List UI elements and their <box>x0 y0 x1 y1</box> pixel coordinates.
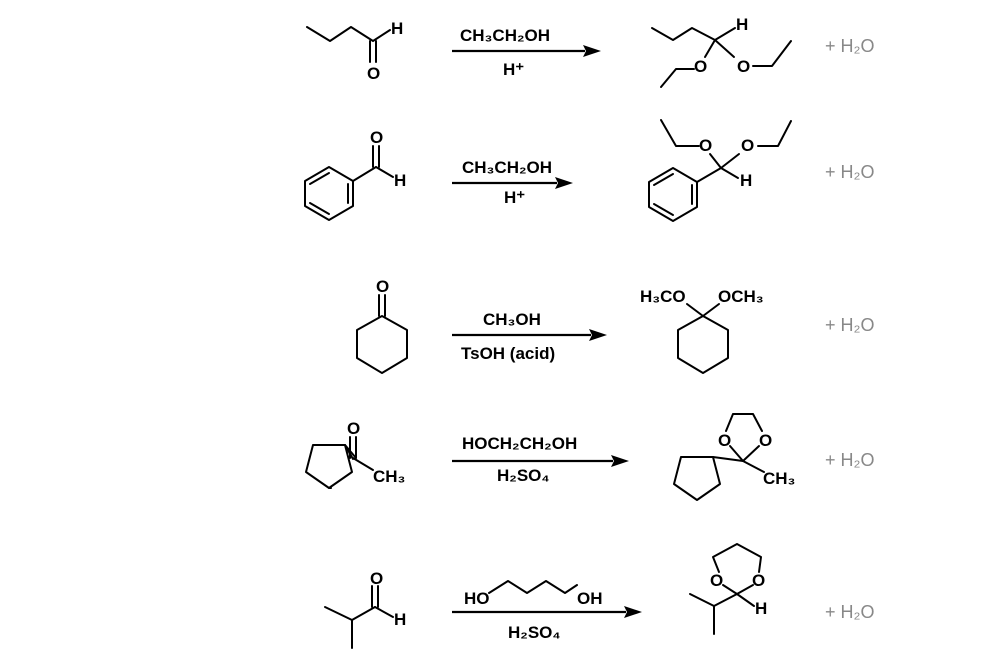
water-byproduct: + H₂O <box>825 450 875 470</box>
reaction-arrow-4: HOCH₂CH₂OH H₂SO₄ <box>452 434 629 485</box>
atom-o: O <box>370 569 383 588</box>
water-byproduct: + H₂O <box>825 315 875 335</box>
reagent-bottom: H₂SO₄ <box>497 466 550 485</box>
atom-methyl: CH₃ <box>373 467 405 486</box>
reaction-5: O H HO OH H₂SO₄ O O H + H₂O <box>324 543 875 649</box>
product-benzaldehyde-acetal: O O H <box>648 119 792 222</box>
reactant-cyclohexanone: O <box>356 277 408 374</box>
atom-o: O <box>694 57 707 76</box>
reactant-isobutyraldehyde: O H <box>324 569 406 649</box>
reaction-3: O CH₃OH TsOH (acid) H₃CO OCH₃ + H₂O <box>356 277 875 374</box>
atom-h: H <box>394 171 406 190</box>
water-byproduct: + H₂O <box>825 602 875 622</box>
atom-h: H <box>736 15 748 34</box>
reaction-2: O H CH₃CH₂OH H⁺ O O H + H₂O <box>304 119 875 222</box>
reaction-1: H O CH₃CH₂OH H⁺ H O O + H₂O <box>306 15 875 88</box>
reactant-cyclopentyl-methyl-ketone: O CH₃ <box>305 419 405 489</box>
atom-o: O <box>347 419 360 438</box>
atom-o: O <box>752 571 765 590</box>
atom-o: O <box>699 136 712 155</box>
reaction-arrow-1: CH₃CH₂OH H⁺ <box>452 26 601 79</box>
atom-o: O <box>741 136 754 155</box>
atom-o: O <box>376 277 389 296</box>
water-byproduct: + H₂O <box>825 36 875 56</box>
atom-h: H <box>740 171 752 190</box>
reagent-top: CH₃CH₂OH <box>460 26 550 45</box>
reaction-arrow-5: HO OH H₂SO₄ <box>452 580 642 642</box>
product-dioxolane: O O CH₃ <box>673 413 795 501</box>
atom-o: O <box>710 571 723 590</box>
reaction-4: O CH₃ HOCH₂CH₂OH H₂SO₄ O O CH₃ + H₂O <box>305 413 875 501</box>
atom-h: H <box>391 19 403 38</box>
reactant-butanal: H O <box>306 19 403 83</box>
product-diethyl-acetal: H O O <box>651 15 792 88</box>
atom-o: O <box>737 57 750 76</box>
reagent-bottom: TsOH (acid) <box>461 344 555 363</box>
atom-o: O <box>367 64 380 83</box>
reagent-top-oh: OH <box>577 589 603 608</box>
atom-o: O <box>759 431 772 450</box>
reagent-top: HOCH₂CH₂OH <box>462 434 577 453</box>
reagent-top: CH₃CH₂OH <box>462 158 552 177</box>
reagent-top: CH₃OH <box>483 310 541 329</box>
reaction-arrow-2: CH₃CH₂OH H⁺ <box>452 158 573 207</box>
atom-methoxy: H₃CO <box>640 287 686 306</box>
water-byproduct: + H₂O <box>825 162 875 182</box>
atom-methyl: CH₃ <box>763 469 795 488</box>
product-dimethyl-ketal: H₃CO OCH₃ <box>640 287 764 374</box>
reagent-top-ho: HO <box>464 589 490 608</box>
atom-o: O <box>718 431 731 450</box>
reactant-benzaldehyde: O H <box>304 128 406 221</box>
product-dioxane: O O H <box>689 543 767 635</box>
reagent-bottom: H⁺ <box>503 60 524 79</box>
reaction-arrow-3: CH₃OH TsOH (acid) <box>452 310 607 363</box>
reagent-bottom: H⁺ <box>504 188 525 207</box>
atom-methoxy: OCH₃ <box>718 287 764 306</box>
atom-h: H <box>755 599 767 618</box>
atom-h: H <box>394 610 406 629</box>
atom-o: O <box>370 128 383 147</box>
reagent-bottom: H₂SO₄ <box>508 623 561 642</box>
